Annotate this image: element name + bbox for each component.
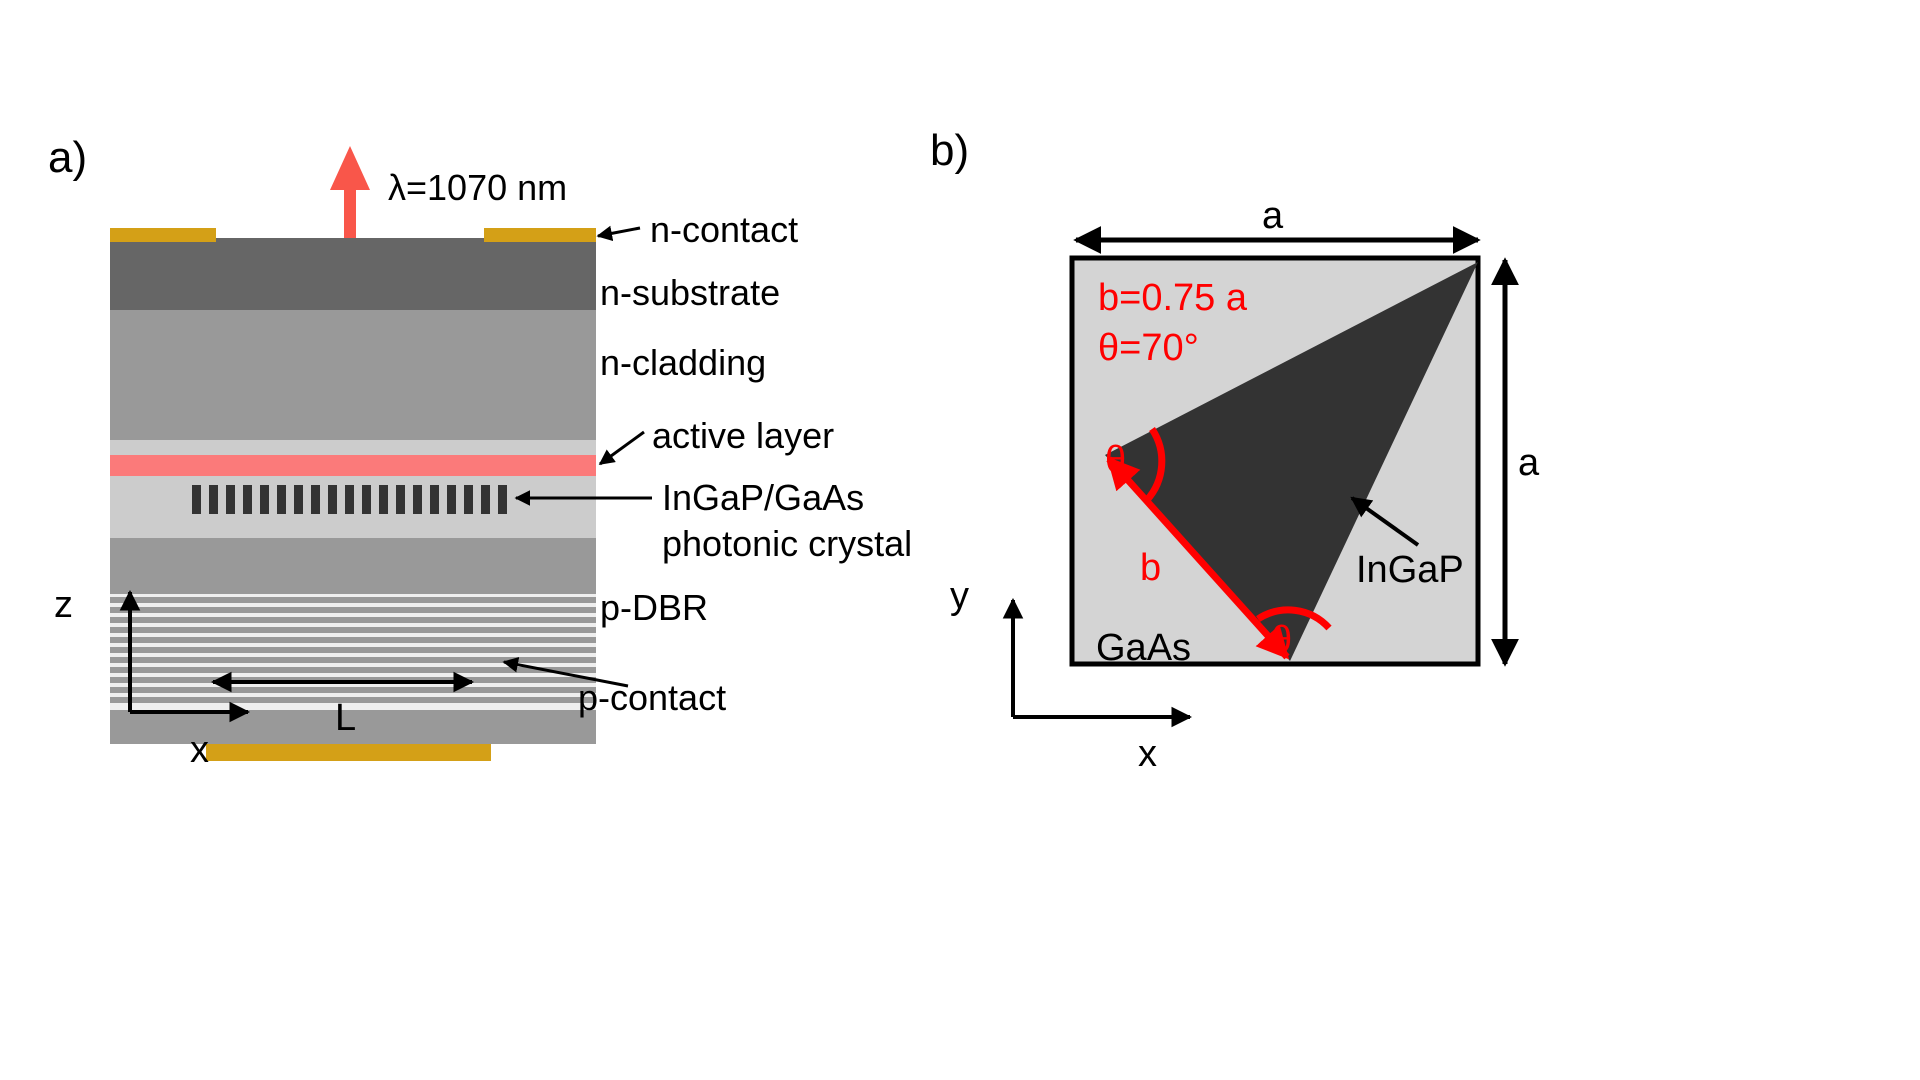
emission-arrow-icon [330,146,370,292]
dimension-a-right: a [1491,257,1540,667]
panel-b: b) a a b=0.75 a θ=70° b θ [930,126,1540,775]
photonic-crystal-bars [192,485,507,514]
dimension-b: b [1106,456,1290,660]
dimension-a-top: a [1073,195,1481,254]
panel-b-tag: b) [930,126,969,175]
callout-active-layer: active layer [598,415,834,466]
axis-label-x: x [190,729,209,771]
p-contact [206,744,491,761]
panel-a: a) λ=1070 nm [48,133,912,771]
axes-xz: z x [54,584,251,771]
layer-p-substrate [110,710,596,744]
label-photonic-crystal-line2: photonic crystal [662,523,912,564]
label-a-right: a [1518,442,1540,484]
emission-wavelength-label: λ=1070 nm [388,167,567,208]
callout-ingap: InGaP [1350,496,1464,591]
dbr-stripes [110,597,596,703]
ingap-triangle [1105,262,1478,661]
axis-label-z: z [54,584,73,626]
label-a-top: a [1262,195,1284,237]
axis-label-x-b: x [1138,733,1157,775]
axes-xy: y x [950,575,1193,775]
n-contact-right [484,228,596,242]
layer-n-substrate [110,238,596,310]
label-b: b [1140,547,1161,589]
dimension-L: L [210,671,475,739]
panel-a-tag: a) [48,133,87,182]
label-ingap: InGaP [1356,549,1464,591]
n-contact-left [110,228,216,242]
callout-photonic-crystal: InGaP/GaAs photonic crystal [514,477,912,564]
label-n-substrate: n-substrate [600,272,780,313]
axis-label-y: y [950,575,969,617]
label-active-layer: active layer [652,415,834,456]
annotation-theta-value: θ=70° [1098,327,1199,369]
angle-label-lower: θ [1271,619,1292,661]
label-L: L [335,697,356,739]
label-p-dbr: p-DBR [600,587,708,628]
angle-arc-upper: θ [1105,427,1166,503]
label-gaas: GaAs [1096,627,1191,669]
callout-n-contact: n-contact [596,209,798,250]
layer-p-cladding [110,538,596,594]
layer-active [110,455,596,476]
label-p-contact: p-contact [578,677,726,718]
layer-stack [110,238,596,744]
label-n-cladding: n-cladding [600,342,766,383]
label-photonic-crystal-line1: InGaP/GaAs [662,477,864,518]
callout-p-contact: p-contact [502,657,726,718]
angle-arc-lower: θ [1256,606,1332,661]
layer-n-cladding [110,310,596,440]
angle-label-upper: θ [1105,439,1126,481]
label-n-contact: n-contact [650,209,798,250]
annotation-b-value: b=0.75 a [1098,277,1248,319]
